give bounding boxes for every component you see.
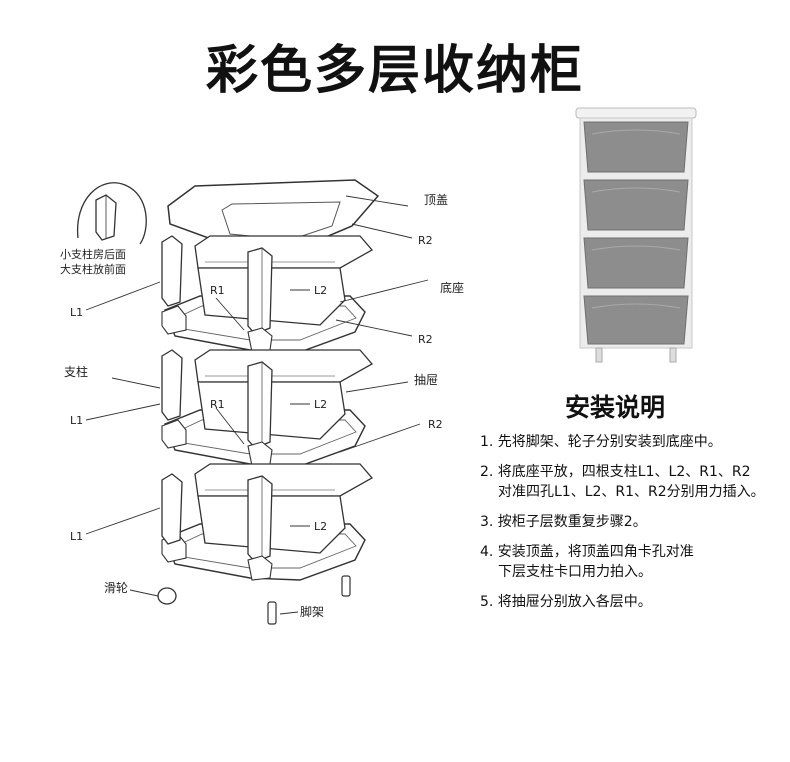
label-l2-mid: L2 bbox=[314, 398, 327, 411]
label-base: 底座 bbox=[440, 280, 464, 295]
label-note-2: 大支柱放前面 bbox=[60, 262, 126, 276]
label-wheel: 滑轮 bbox=[104, 581, 128, 595]
instruction-step-2: 2. 将底座平放，四根支柱L1、L2、R1、R2 对准四孔L1、L2、R1、R2… bbox=[480, 462, 765, 502]
label-foot: 脚架 bbox=[300, 604, 324, 619]
instruction-line: 1. 先将脚架、轮子分别安装到底座中。 bbox=[480, 434, 722, 450]
instruction-line: 下层支柱卡口用力拍入。 bbox=[498, 564, 652, 580]
instructions-list: 1. 先将脚架、轮子分别安装到底座中。 2. 将底座平放，四根支柱L1、L2、R… bbox=[480, 432, 765, 622]
label-r1-top: R1 bbox=[210, 284, 225, 297]
instruction-step-5: 5. 将抽屉分别放入各层中。 bbox=[480, 592, 765, 612]
page-title: 彩色多层收纳柜 bbox=[205, 41, 584, 101]
label-r1-mid: R1 bbox=[210, 398, 225, 411]
label-l1-mid: L1 bbox=[70, 414, 83, 427]
label-note-1: 小支柱房后面 bbox=[60, 247, 126, 261]
instruction-step-4: 4. 安装顶盖，将顶盖四角卡孔对准 下层支柱卡口用力拍入。 bbox=[480, 542, 765, 582]
label-r2-low: R2 bbox=[428, 418, 443, 431]
instructions-heading: 安装说明 bbox=[565, 393, 666, 422]
instruction-step-3: 3. 按柜子层数重复步骤2。 bbox=[480, 512, 765, 532]
label-pillar: 支柱 bbox=[64, 364, 88, 379]
instruction-line: 2. 将底座平放，四根支柱L1、L2、R1、R2 bbox=[480, 464, 751, 480]
instruction-line: 5. 将抽屉分别放入各层中。 bbox=[480, 594, 652, 610]
label-r2-mid: R2 bbox=[418, 333, 433, 346]
cabinet-photo bbox=[575, 107, 697, 363]
label-l1-low: L1 bbox=[70, 530, 83, 543]
label-l2-top: L2 bbox=[314, 284, 327, 297]
label-l1-top: L1 bbox=[70, 306, 83, 319]
instruction-line: 对准四孔L1、L2、R1、R2分别用力插入。 bbox=[498, 484, 765, 500]
label-l2-low: L2 bbox=[314, 520, 327, 533]
instruction-line: 4. 安装顶盖，将顶盖四角卡孔对准 bbox=[480, 544, 694, 560]
label-r2-top: R2 bbox=[418, 234, 433, 247]
label-drawer: 抽屉 bbox=[414, 373, 438, 387]
instruction-step-1: 1. 先将脚架、轮子分别安装到底座中。 bbox=[480, 432, 765, 452]
label-top-cover: 顶盖 bbox=[424, 193, 448, 207]
instruction-line: 3. 按柜子层数重复步骤2。 bbox=[480, 514, 647, 530]
